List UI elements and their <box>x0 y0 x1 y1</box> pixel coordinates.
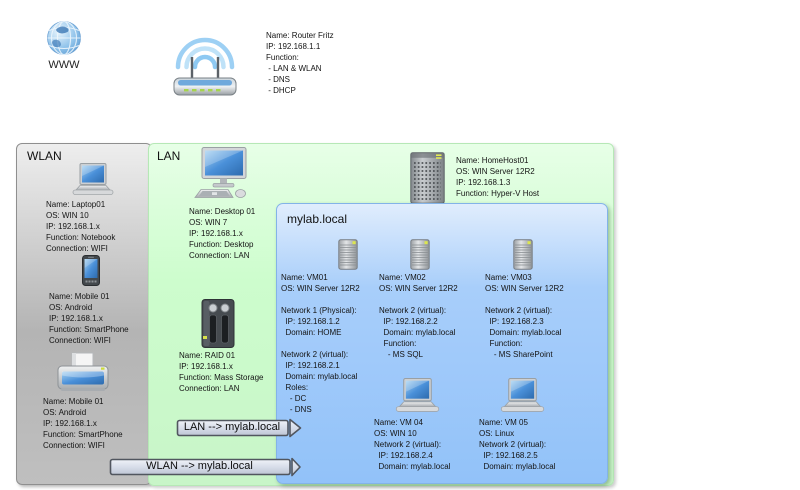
smartphone-icon <box>79 255 103 286</box>
desktop-icon <box>193 147 251 202</box>
vm-laptop-icon <box>394 378 441 413</box>
vm-server-icon <box>410 239 430 270</box>
vm-server-icon <box>338 239 358 270</box>
globe-icon <box>46 20 82 56</box>
device-info: Name: VM03 OS: WIN Server 12R2 Network 2… <box>485 273 564 359</box>
vm-laptop-icon <box>499 378 546 413</box>
zone-lan-title: LAN <box>157 149 181 163</box>
wifi-router-icon <box>171 36 239 100</box>
device-info: Name: Mobile 01 OS: Android IP: 192.168.… <box>43 397 123 450</box>
device-info: Name: RAID 01 IP: 192.168.1.x Function: … <box>179 351 264 393</box>
router-info: Name: Router Fritz IP: 192.168.1.1 Funct… <box>266 31 334 95</box>
device-info: Name: Mobile 01 OS: Android IP: 192.168.… <box>49 292 129 345</box>
printer-icon <box>57 352 109 394</box>
vm-server-icon <box>513 239 533 270</box>
zone-wlan-title: WLAN <box>27 149 62 163</box>
device-info: Name: VM 04 OS: WIN 10 Network 2 (virtua… <box>374 418 451 471</box>
device-info: Name: Laptop01 OS: WIN 10 IP: 192.168.1.… <box>46 200 116 253</box>
arrow-wlan-label: WLAN --> mylab.local <box>146 460 253 472</box>
arrow-lan-label: LAN --> mylab.local <box>183 421 281 433</box>
device-info: Name: VM 05 OS: Linux Network 2 (virtual… <box>479 418 556 471</box>
internet-label: WWW <box>48 59 80 71</box>
raid-icon <box>201 299 235 349</box>
device-info: Name: Desktop 01 OS: WIN 7 IP: 192.168.1… <box>189 207 256 260</box>
laptop-icon <box>71 163 115 196</box>
zone-mylab: mylab.local Name: VM01 OS: WIN Server 12… <box>276 203 608 484</box>
server-tower-icon <box>410 152 445 204</box>
arrow-lan-to-mylab: LAN --> mylab.local <box>176 417 302 439</box>
zone-wlan: WLAN Name: Laptop01 OS: WIN 10 IP: 192.1… <box>16 143 152 485</box>
device-info: Name: VM02 OS: WIN Server 12R2 Network 2… <box>379 273 458 359</box>
zone-mylab-title: mylab.local <box>287 212 348 226</box>
device-info: Name: HomeHost01 OS: WIN Server 12R2 IP:… <box>456 156 540 198</box>
arrow-wlan-to-mylab: WLAN --> mylab.local <box>109 456 301 478</box>
device-info: Name: VM01 OS: WIN Server 12R2 Network 1… <box>281 273 360 414</box>
